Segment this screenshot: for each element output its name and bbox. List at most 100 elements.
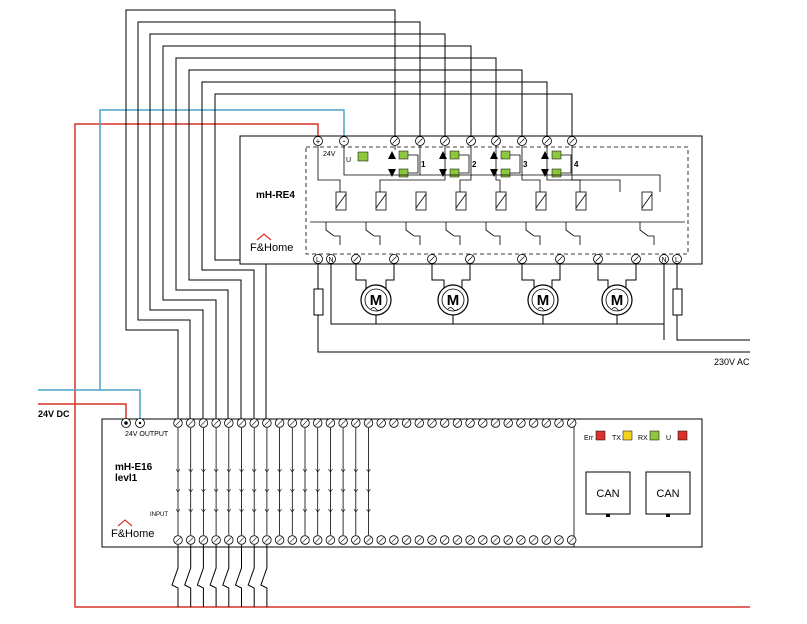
arrow-mark — [277, 488, 282, 493]
term-L-right: L — [675, 257, 679, 264]
term-N-right: N — [661, 257, 666, 264]
arrow-mark — [201, 508, 206, 513]
relay-coils — [335, 191, 653, 211]
module-subtitle: levl1 — [115, 473, 138, 484]
terminal-slot — [569, 420, 575, 426]
power-label: 24V — [323, 151, 336, 158]
arrow-mark — [251, 508, 257, 513]
terminal-slot — [492, 537, 499, 543]
terminal-slot — [518, 420, 524, 426]
terminal-slot — [505, 420, 511, 426]
logo-text: F&Home — [111, 528, 154, 540]
arrow-mark — [264, 468, 270, 473]
terminal-slot — [289, 420, 295, 426]
can-port-2: CAN — [645, 471, 691, 517]
terminal-slot — [340, 537, 346, 543]
terminal-slot — [454, 420, 461, 426]
can-label: CAN — [656, 488, 679, 500]
module-mh-re4: mH-RE4 F&Home + - 24V U — [239, 135, 703, 265]
terminal-slot — [454, 537, 461, 543]
terminal-slot — [569, 537, 575, 543]
terminal-slot — [175, 537, 181, 543]
logo-text: F&Home — [250, 242, 293, 254]
red-supply-wire — [38, 123, 750, 608]
u-led — [357, 151, 369, 162]
logo-bottom: F&Home — [111, 519, 154, 540]
arrow-mark — [264, 488, 270, 493]
control-wires — [125, 9, 573, 423]
terminal-slot — [543, 537, 549, 543]
terminal-slot — [276, 420, 283, 426]
arrow-mark — [188, 508, 193, 513]
u-label: U — [666, 435, 671, 442]
terminal-slot — [213, 420, 219, 426]
rx-label: RX — [638, 435, 648, 442]
arrow-mark — [366, 508, 371, 513]
arrow-mark — [239, 508, 244, 513]
terminal-slot — [403, 537, 410, 543]
channel-3-label: 3 — [523, 160, 528, 169]
minus-sign: - — [343, 136, 346, 146]
terminal-slot — [251, 537, 257, 543]
arrow-mark — [226, 488, 232, 493]
terminal-slot — [530, 537, 537, 543]
terminal-slot — [442, 420, 448, 426]
terminal-slot — [365, 420, 372, 426]
terminal-slot — [467, 537, 473, 543]
output-label: 24V OUTPUT — [125, 431, 169, 438]
channel-2-label: 2 — [472, 160, 477, 169]
arrow-mark — [340, 488, 346, 493]
blue-supply-wire — [38, 109, 345, 423]
arrow-mark — [277, 508, 282, 513]
arrow-mark — [353, 508, 359, 513]
arrow-mark — [201, 488, 206, 493]
motor-4 — [601, 284, 633, 316]
top-terminals: + - 24V — [313, 136, 577, 158]
terminal-slot — [353, 420, 359, 426]
terminal-slot — [238, 420, 245, 426]
arrow-mark — [328, 508, 333, 513]
channel-1-label: 1 — [421, 160, 426, 169]
arrow-mark — [340, 468, 346, 473]
fuse-left — [313, 288, 324, 316]
input-switch — [196, 545, 204, 607]
plus-sign: + — [316, 137, 321, 146]
terminal-slot — [505, 537, 511, 543]
terminal-slot — [416, 537, 422, 543]
terminal-slot — [480, 537, 486, 543]
logo-top: F&Home — [250, 233, 293, 254]
arrow-mark — [315, 468, 320, 473]
channel-4-label: 4 — [574, 160, 579, 169]
arrow-mark — [328, 488, 333, 493]
terminal-slot — [353, 537, 359, 543]
arrow-mark — [302, 468, 308, 473]
arrow-mark — [353, 468, 359, 473]
terminal-slot — [365, 537, 372, 543]
terminal-links — [175, 428, 371, 535]
can-label: CAN — [596, 488, 619, 500]
terminal-slot — [391, 537, 397, 543]
arrow-mark — [264, 508, 270, 513]
terminal-slot — [378, 420, 384, 426]
u-led — [677, 430, 688, 441]
module-mh-e16: mH-E16 levl1 INPUT F&Home 24V OUTPUT Err… — [101, 418, 703, 548]
arrow-mark — [188, 488, 193, 493]
terminal-slot — [200, 420, 207, 426]
terminal-slot — [302, 537, 308, 543]
input-switch — [222, 545, 230, 607]
terminal-slot — [251, 420, 257, 426]
terminal-slot — [264, 420, 270, 426]
terminal-slot — [429, 537, 435, 543]
terminal-slot — [302, 420, 308, 426]
rx-led — [649, 430, 660, 441]
module-title: mH-E16 — [115, 462, 153, 473]
terminal-slot — [264, 537, 270, 543]
motor-2 — [437, 284, 469, 316]
arrow-mark — [175, 468, 181, 473]
arrow-mark — [366, 468, 371, 473]
terminal-slot — [543, 420, 549, 426]
arrow-mark — [302, 488, 308, 493]
terminal-slot — [378, 537, 384, 543]
terminal-slot — [403, 420, 410, 426]
